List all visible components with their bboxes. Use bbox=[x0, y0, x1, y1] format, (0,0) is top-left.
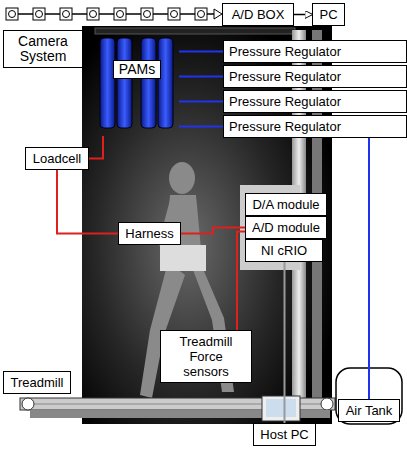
connection-line bbox=[57, 170, 118, 234]
pam-cylinder bbox=[158, 38, 173, 128]
component-label: NI cRIO bbox=[261, 243, 307, 258]
camera-lens bbox=[90, 11, 97, 18]
component-label: Pressure Regulator bbox=[229, 119, 341, 134]
component-box: Host PC bbox=[253, 423, 316, 446]
camera-square bbox=[114, 8, 126, 20]
component-label: Harness bbox=[125, 226, 173, 241]
frame-crossbar bbox=[95, 28, 295, 34]
pam-cylinder bbox=[117, 38, 132, 128]
component-label: Air Tank bbox=[346, 403, 393, 418]
component-label: A/D module bbox=[252, 220, 320, 235]
camera-square bbox=[195, 8, 207, 20]
component-label: Treadmill bbox=[11, 375, 64, 390]
component-box: Camera System bbox=[3, 30, 83, 68]
connection-line bbox=[179, 76, 223, 78]
component-label: PAMs bbox=[113, 60, 161, 79]
component-label: Camera System bbox=[9, 34, 77, 64]
camera-square bbox=[168, 8, 180, 20]
actuator-group: PAMs bbox=[95, 32, 179, 136]
connection-line bbox=[368, 138, 370, 399]
pam-cylinder bbox=[141, 38, 156, 128]
component-box: Pressure Regulator bbox=[223, 115, 407, 138]
camera-square bbox=[141, 8, 153, 20]
camera-lens bbox=[144, 11, 151, 18]
treadmill-roller bbox=[321, 398, 333, 410]
component-label: Treadmill Force sensors bbox=[166, 334, 246, 379]
camera-lens bbox=[36, 11, 43, 18]
camera-square bbox=[6, 8, 18, 20]
component-label: Host PC bbox=[260, 427, 308, 442]
component-label: PC bbox=[319, 7, 337, 22]
host-pc-monitor bbox=[262, 396, 300, 421]
connection-line bbox=[181, 228, 245, 234]
camera-square bbox=[60, 8, 72, 20]
camera-lens bbox=[171, 11, 178, 18]
component-box: A/D module bbox=[245, 216, 327, 239]
component-box: Pressure Regulator bbox=[223, 65, 407, 88]
connection-line bbox=[237, 232, 245, 331]
camera-lens bbox=[9, 11, 16, 18]
component-box: D/A module bbox=[245, 193, 327, 216]
camera-square bbox=[33, 8, 45, 20]
connection-line bbox=[89, 136, 103, 159]
host-pc-screen bbox=[266, 399, 296, 417]
camera-lens bbox=[117, 11, 124, 18]
component-label: Pressure Regulator bbox=[229, 69, 341, 84]
camera-square bbox=[87, 8, 99, 20]
component-label: D/A module bbox=[252, 197, 319, 212]
component-box: NI cRIO bbox=[245, 239, 323, 262]
component-label: Loadcell bbox=[33, 151, 81, 166]
signal-arrow bbox=[294, 14, 312, 16]
person-head bbox=[169, 162, 195, 194]
connection-line bbox=[179, 126, 223, 128]
pam-cylinder bbox=[100, 38, 115, 128]
component-box: Loadcell bbox=[25, 147, 89, 170]
component-box: Air Tank bbox=[338, 399, 400, 422]
component-box: Treadmill Force sensors bbox=[160, 330, 252, 383]
component-label: Pressure Regulator bbox=[229, 94, 341, 109]
camera-row bbox=[6, 8, 207, 20]
component-box: PC bbox=[312, 3, 345, 26]
component-box: Pressure Regulator bbox=[223, 90, 407, 113]
harness-vest bbox=[160, 245, 206, 271]
connection-line bbox=[284, 262, 286, 423]
camera-lens bbox=[198, 11, 205, 18]
component-box: A/D BOX bbox=[222, 3, 294, 26]
component-box: Treadmill bbox=[3, 371, 71, 394]
connection-line bbox=[179, 51, 223, 53]
treadmill-roller bbox=[22, 398, 34, 410]
camera-bus-arrowhead bbox=[214, 9, 222, 19]
component-box: Pressure Regulator bbox=[223, 40, 407, 63]
component-label: A/D BOX bbox=[232, 7, 285, 22]
connection-line bbox=[179, 101, 223, 103]
camera-lens bbox=[63, 11, 70, 18]
component-label: Pressure Regulator bbox=[229, 44, 341, 59]
component-box: Harness bbox=[118, 222, 181, 245]
